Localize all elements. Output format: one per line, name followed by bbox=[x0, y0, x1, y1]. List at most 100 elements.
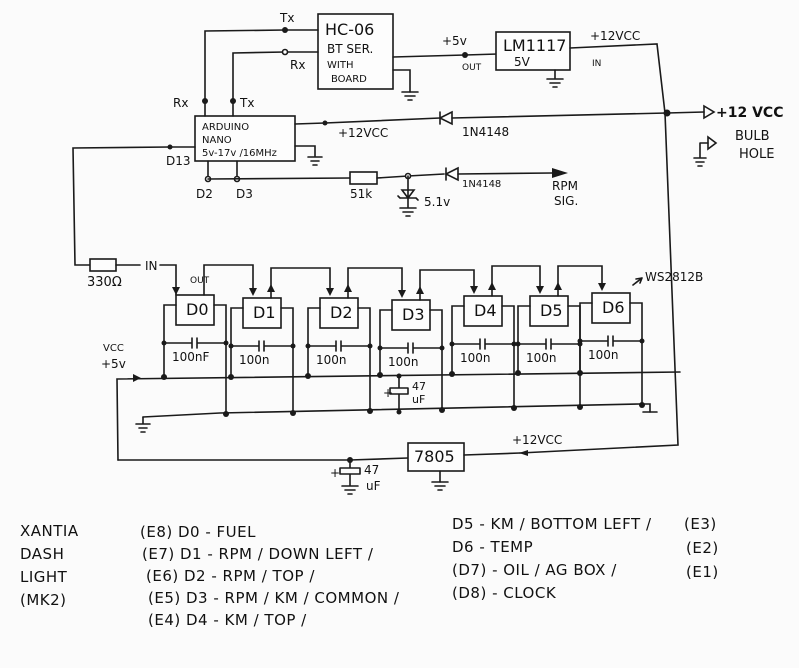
node bbox=[161, 340, 167, 346]
node bbox=[396, 409, 402, 415]
node bbox=[223, 340, 229, 346]
arduino-d3: D3 bbox=[236, 187, 253, 201]
bulk-cap-reg-value: 47 bbox=[364, 463, 379, 477]
lm1117-vin: +12VCC bbox=[590, 29, 640, 43]
node bbox=[228, 343, 234, 349]
input-arrow-icon bbox=[703, 104, 716, 120]
vin-arrow-icon bbox=[519, 450, 528, 456]
title-line: LIGHT bbox=[20, 568, 68, 586]
wire-5v-bottom bbox=[117, 457, 409, 461]
cap-label: 100n bbox=[239, 353, 270, 367]
hc06-label-2: BT SER. bbox=[327, 42, 373, 56]
lm1117-vout: +5v bbox=[442, 34, 467, 48]
wire-arduino-12v bbox=[294, 117, 441, 125]
chain-out-label: OUT bbox=[190, 276, 210, 286]
vcc-rail bbox=[116, 371, 681, 461]
diode-1n4148-rpm bbox=[444, 166, 459, 182]
diode-power-net: +12VCC bbox=[338, 126, 388, 140]
data-out-arrow-icon bbox=[554, 282, 562, 290]
hc06-label-3: WITH bbox=[327, 60, 353, 71]
arduino-label-3: 5v-17v /16MHz bbox=[202, 148, 277, 159]
legend-item: (D7) - OIL / AG BOX / bbox=[452, 561, 617, 579]
lm1117-in: IN bbox=[592, 59, 601, 69]
data-in-arrow-icon bbox=[470, 286, 478, 294]
node bbox=[639, 338, 645, 344]
hc06-tx-label: Tx bbox=[279, 11, 294, 25]
hc06-label-4: BOARD bbox=[331, 74, 367, 85]
bulk-cap-reg-plus: + bbox=[330, 466, 340, 480]
node bbox=[367, 408, 373, 414]
data-link bbox=[419, 269, 475, 301]
led-d3: D3 100n bbox=[377, 269, 478, 413]
data-out-arrow-icon bbox=[267, 284, 275, 292]
vcc-label-1: VCC bbox=[103, 343, 124, 354]
data-in-arrow-icon bbox=[598, 283, 606, 291]
title-line: DASH bbox=[20, 545, 65, 563]
regulator-7805-label: 7805 bbox=[414, 447, 455, 466]
data-in-arrow-icon bbox=[398, 290, 406, 298]
vcc-arrow-icon bbox=[133, 374, 141, 382]
ground-icon bbox=[401, 91, 419, 101]
node bbox=[639, 402, 645, 408]
led-label: D3 bbox=[402, 305, 425, 324]
diode-rpm-label: 1N4148 bbox=[462, 179, 501, 190]
resistor-51k bbox=[349, 171, 378, 185]
data-link bbox=[491, 265, 541, 297]
legend-item: (E4) D4 - KM / TOP / bbox=[148, 611, 307, 629]
wire-bt-tx bbox=[204, 29, 319, 101]
wire-bt-gnd bbox=[392, 69, 411, 93]
legend-right: D5 - KM / BOTTOM LEFT / D6 - TEMP (D7) -… bbox=[452, 513, 652, 605]
led-label: D1 bbox=[253, 303, 276, 322]
node bbox=[515, 370, 521, 376]
ground-icon bbox=[135, 411, 658, 433]
data-in-arrow-icon bbox=[249, 288, 257, 296]
title-line: (MK2) bbox=[20, 591, 67, 609]
arduino-label-1: ARDUINO bbox=[202, 122, 249, 133]
led-label: D5 bbox=[540, 301, 563, 320]
bulk-cap-reg bbox=[339, 459, 361, 495]
ws2812b-label: WS2812B bbox=[645, 270, 703, 284]
ground-icon bbox=[431, 481, 449, 491]
node bbox=[167, 144, 173, 150]
data-in-arrow-icon bbox=[326, 288, 334, 296]
data-link bbox=[270, 267, 331, 299]
cap-label: 100n bbox=[316, 353, 347, 367]
wire-d13 bbox=[72, 146, 196, 266]
node bbox=[282, 27, 288, 33]
data-out-arrow-icon bbox=[416, 286, 424, 294]
gnd-rail bbox=[142, 403, 651, 418]
legend-item: (E5) D3 - RPM / KM / COMMON / bbox=[148, 589, 400, 607]
node bbox=[577, 338, 583, 344]
legend-item: (E6) D2 - RPM / TOP / bbox=[146, 567, 315, 585]
arduino-label-2: NANO bbox=[202, 135, 232, 146]
led-label: D6 bbox=[602, 298, 625, 317]
node bbox=[511, 341, 517, 347]
wire-12v-main bbox=[519, 43, 679, 454]
title-line: XANTIA bbox=[20, 522, 79, 540]
wire-5v bbox=[392, 53, 499, 58]
data-link bbox=[557, 265, 603, 297]
bulk-cap-chain-unit: uF bbox=[412, 393, 425, 406]
cap-label: 100n bbox=[388, 355, 419, 369]
legend-codes: (E3) (E2) (E1) bbox=[684, 512, 719, 584]
resistor-51k-label: 51k bbox=[350, 187, 372, 201]
data-link bbox=[347, 267, 403, 299]
resistor-330-label: 330Ω bbox=[87, 275, 122, 290]
legend-left: (E8) D0 - FUEL (E7) D1 - RPM / DOWN LEFT… bbox=[140, 521, 399, 631]
legend-item: (E8) D0 - FUEL bbox=[140, 523, 256, 541]
bulk-cap-chain-value: 47 bbox=[412, 380, 426, 393]
node bbox=[449, 371, 455, 377]
lm1117-regulator: LM1117 5V +5v OUT +12VCC IN bbox=[442, 29, 640, 73]
legend-code: (E2) bbox=[686, 539, 719, 557]
data-out-arrow-icon bbox=[344, 284, 352, 292]
legend-item: D5 - KM / BOTTOM LEFT / bbox=[452, 515, 652, 533]
bulb-hole-ground-icon bbox=[693, 135, 718, 167]
hc06-module: HC-06 BT SER. WITH BOARD Tx Rx bbox=[279, 11, 394, 90]
bulk-cap-chain-plus: + bbox=[383, 386, 393, 400]
regulator-7805: 7805 bbox=[407, 442, 465, 472]
zener-diode bbox=[397, 175, 419, 217]
